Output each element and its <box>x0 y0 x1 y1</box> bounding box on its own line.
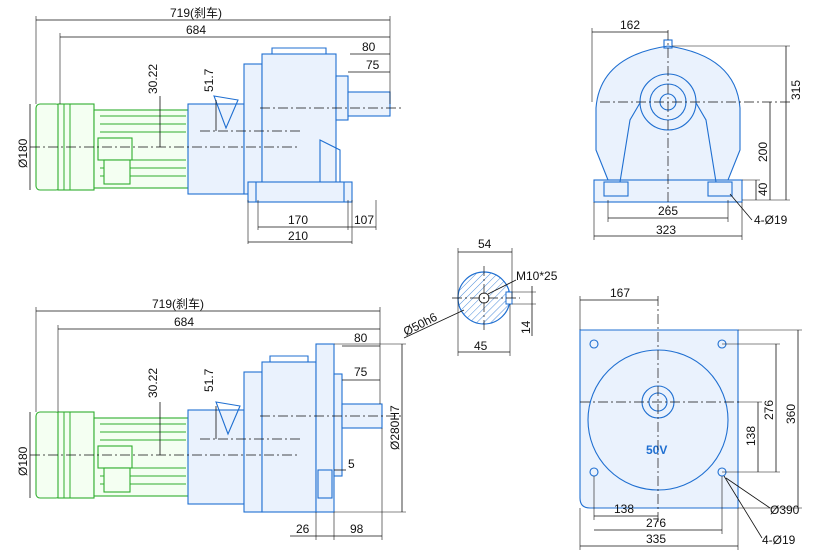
dim-54: 54 <box>478 237 492 251</box>
dim-315: 315 <box>789 80 803 100</box>
dim-210-top: 210 <box>288 229 308 243</box>
dim-5: 5 <box>348 457 355 471</box>
dim-d390: Ø390 <box>770 503 800 517</box>
dim-d180-top: Ø180 <box>16 138 30 168</box>
flange-badge: 50V <box>646 443 667 457</box>
dim-75-top: 75 <box>366 58 380 72</box>
dim-684-bottom: 684 <box>174 315 194 329</box>
dim-323: 323 <box>656 223 676 237</box>
dim-26: 26 <box>296 522 310 536</box>
dim-162: 162 <box>620 18 640 32</box>
dim-14: 14 <box>519 320 533 334</box>
side-view-top: 719(刹车) 684 80 75 Ø180 30.22 51.7 170 10… <box>16 5 402 244</box>
side-view-bottom: 719(刹车) 684 80 75 Ø180 30.22 51.7 Ø280H7… <box>16 296 406 540</box>
dim-80-top: 80 <box>362 40 376 54</box>
gearbox-bottom <box>187 343 383 513</box>
dim-200: 200 <box>756 142 770 162</box>
motor-bottom <box>35 411 191 499</box>
dim-719-top: 719(刹车) <box>170 5 222 20</box>
holes-top: 4-Ø19 <box>754 213 788 227</box>
dim-d180-bottom: Ø180 <box>16 446 30 476</box>
dim-107-top: 107 <box>354 213 374 227</box>
holes-bottom: 4-Ø19 <box>762 533 796 547</box>
dim-138-vert: 138 <box>744 426 758 446</box>
dim-80-bottom: 80 <box>354 331 368 345</box>
dim-30-22-bottom: 30.22 <box>146 368 160 398</box>
front-view-top: 162 315 200 40 265 323 4-Ø19 <box>591 18 803 240</box>
shaft-section: 54 M10*25 Ø50h6 14 45 <box>401 237 558 356</box>
dim-170-top: 170 <box>288 213 308 227</box>
dim-75-bottom: 75 <box>354 365 368 379</box>
motor-top <box>35 103 191 191</box>
flange-view-bottom: 50V 167 360 276 138 Ø390 138 276 335 4-Ø… <box>579 286 802 550</box>
dim-51-7-bottom: 51.7 <box>202 368 216 392</box>
dim-265: 265 <box>658 204 678 218</box>
dim-45: 45 <box>474 339 488 353</box>
dim-335: 335 <box>646 532 666 546</box>
dim-276-horiz: 276 <box>646 516 666 530</box>
dim-98: 98 <box>350 522 364 536</box>
thread-m10: M10*25 <box>516 269 558 283</box>
dim-d280h7: Ø280H7 <box>388 405 402 450</box>
dim-51-7-top: 51.7 <box>202 68 216 92</box>
dim-360: 360 <box>784 404 798 424</box>
dim-719-bottom: 719(刹车) <box>152 296 204 311</box>
dim-138-horiz: 138 <box>614 502 634 516</box>
dim-167: 167 <box>610 286 630 300</box>
dim-30-22-top: 30.22 <box>146 64 160 94</box>
dim-684-top: 684 <box>186 23 206 37</box>
dim-276-vert: 276 <box>762 400 776 420</box>
gearbox-top <box>187 47 391 203</box>
dim-40: 40 <box>756 182 770 196</box>
dim-d50h6: Ø50h6 <box>401 310 440 339</box>
